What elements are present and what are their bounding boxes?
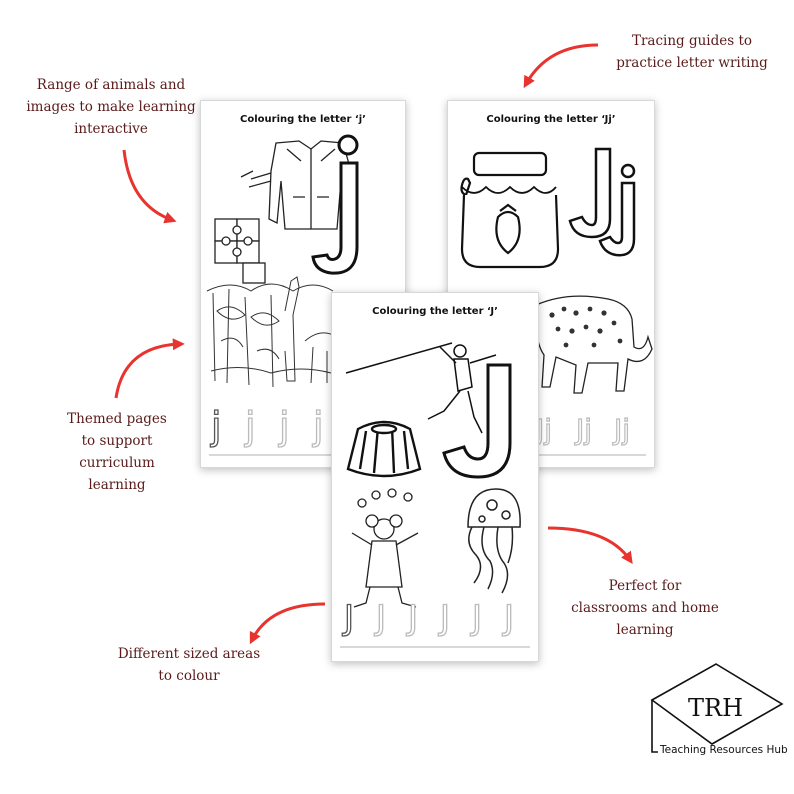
callout-line: Tracing guides to bbox=[631, 33, 753, 49]
callout-line: learning bbox=[616, 622, 674, 638]
trace-letter-guide: J bbox=[406, 598, 418, 638]
logo-name: Teaching Resources Hub bbox=[660, 744, 788, 756]
callout-line: to support bbox=[81, 433, 153, 449]
callout-themed-pages: Themed pages to support curriculum learn… bbox=[52, 408, 182, 496]
callout-line: Themed pages bbox=[67, 411, 167, 427]
trace-letter-guide: J bbox=[438, 598, 450, 638]
callout-line: practice letter writing bbox=[616, 55, 768, 71]
trace-letter-guide: j bbox=[244, 404, 256, 448]
arrow-to-animals bbox=[122, 149, 177, 224]
callout-line: curriculum bbox=[79, 455, 155, 471]
callout-range-of-animals: Range of animals and images to make lear… bbox=[18, 74, 204, 140]
callout-line: images to make learning bbox=[26, 99, 196, 115]
callout-different-sizes: Different sized areas to colour bbox=[104, 643, 274, 687]
trace-row: J J J J J J bbox=[340, 597, 530, 648]
callout-tracing-guides: Tracing guides to practice letter writin… bbox=[606, 30, 778, 74]
trace-letter-solid: J bbox=[342, 598, 354, 638]
trace-letter-solid: j bbox=[210, 404, 222, 448]
trace-letter-guide: J bbox=[470, 598, 482, 638]
big-letter-j bbox=[311, 134, 359, 275]
trace-letter-guide: j bbox=[312, 404, 324, 448]
arrow-to-sizes bbox=[249, 602, 326, 645]
jaguar-illustration bbox=[535, 295, 653, 394]
arrow-to-tracing bbox=[523, 43, 599, 89]
callout-perfect-for: Perfect for classrooms and home learning bbox=[556, 575, 734, 641]
jacket-illustration bbox=[240, 140, 354, 230]
arrow-to-themed bbox=[114, 338, 185, 399]
trace-letter-guide: J bbox=[502, 598, 514, 638]
page-J-illustrations: J J J J J J bbox=[340, 342, 530, 648]
jelly-mould-illustration bbox=[346, 420, 422, 478]
logo-mark: TRH bbox=[688, 694, 743, 722]
jungle-illustration bbox=[206, 276, 340, 388]
callout-line: learning bbox=[88, 477, 146, 493]
worksheet-page-J: Colouring the letter ‘J’ bbox=[331, 292, 539, 662]
callout-line: Different sized areas bbox=[117, 646, 261, 662]
jam-jar-illustration bbox=[460, 151, 560, 269]
trace-letter-guide: Jj bbox=[574, 413, 592, 446]
callout-line: to colour bbox=[158, 668, 220, 684]
callout-line: Perfect for bbox=[608, 578, 682, 594]
logo-diamond-icon bbox=[650, 663, 784, 753]
trace-letter-guide: J bbox=[374, 598, 386, 638]
juggling-clown-illustration bbox=[351, 488, 419, 608]
callout-line: classrooms and home bbox=[571, 600, 719, 616]
callout-line: Range of animals and bbox=[36, 77, 186, 93]
arrow-to-perfect bbox=[547, 526, 633, 564]
jellyfish-illustration bbox=[467, 488, 521, 594]
page-title: Colouring the letter ‘j’ bbox=[240, 114, 366, 125]
trace-letter-guide: Jj bbox=[612, 413, 630, 446]
javelin-thrower-illustration bbox=[345, 342, 497, 434]
jigsaw-illustration bbox=[214, 218, 266, 284]
page-title: Colouring the letter ‘J’ bbox=[372, 306, 498, 317]
trace-letter-guide: j bbox=[278, 404, 290, 448]
big-letters-Jj bbox=[568, 147, 636, 257]
callout-line: interactive bbox=[74, 121, 148, 137]
big-letter-J bbox=[442, 363, 512, 479]
page-title: Colouring the letter ‘Jj’ bbox=[486, 114, 616, 125]
